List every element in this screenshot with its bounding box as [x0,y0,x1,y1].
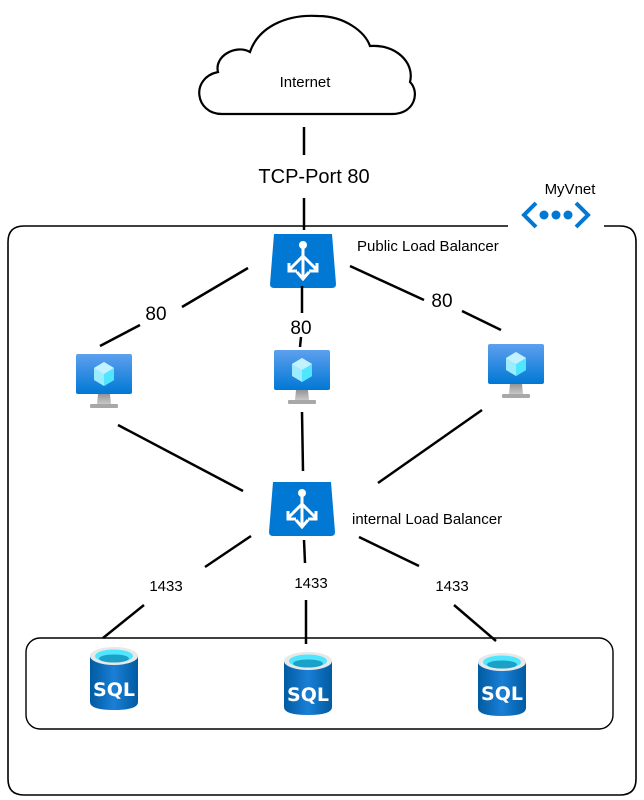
internal-load-balancer[interactable] [267,480,337,538]
vnet-label: MyVnet [545,181,597,198]
virtual-network-icon [521,201,591,229]
link-ilb-sql3-a [358,535,420,568]
sql-group-boundary [25,637,614,730]
sql-text: SQL [93,679,135,701]
link-ilb-sql1-b [102,604,145,639]
link-vm1-ilb [117,423,244,493]
internet-cloud: Internet [198,14,416,116]
link-plb-vm1-a [181,266,249,309]
virtual-machine-icon [274,350,330,404]
link-ilb-sql1-a [204,534,252,569]
cloud-icon [198,14,416,116]
load-balancer-icon [267,480,337,538]
public-load-balancer[interactable] [268,232,338,290]
sql3-port-label: 1433 [435,578,468,595]
sql2-port-label: 1433 [294,575,327,592]
internet-label: Internet [280,74,332,91]
load-balancer-icon [268,232,338,290]
link-plb-vm2-b [298,336,303,348]
virtual-machine-1[interactable] [76,354,132,408]
sql1-port-label: 1433 [149,578,182,595]
virtual-machine-icon [488,344,544,398]
internal-lb-label: internal Load Balancer [352,511,502,528]
link-ilb-sql2-a [302,539,307,564]
virtual-machine-icon [76,354,132,408]
link-plb-vm3-b [461,309,502,332]
virtual-machine-2[interactable] [274,350,330,404]
vm1-port-label: 80 [145,304,166,325]
vm3-port-label: 80 [431,291,452,312]
uplink-label: TCP-Port 80 [258,166,369,188]
sql-database-3[interactable]: SQL [478,653,526,716]
link-vm2-ilb [300,411,305,472]
vnet-boundary [7,225,637,796]
sql-text: SQL [481,683,523,705]
link-ilb-sql3-b [453,604,497,642]
link-plb-vm3-a [349,264,425,302]
vm2-port-label: 80 [290,318,311,339]
link-vm3-ilb [377,408,483,485]
public-lb-label: Public Load Balancer [357,238,499,255]
sql-database-2[interactable]: SQL [284,652,332,715]
sql-text: SQL [287,684,329,706]
link-plb-vm1-b [99,323,141,348]
virtual-machine-3[interactable] [488,344,544,398]
sql-database-1[interactable]: SQL [90,647,138,710]
